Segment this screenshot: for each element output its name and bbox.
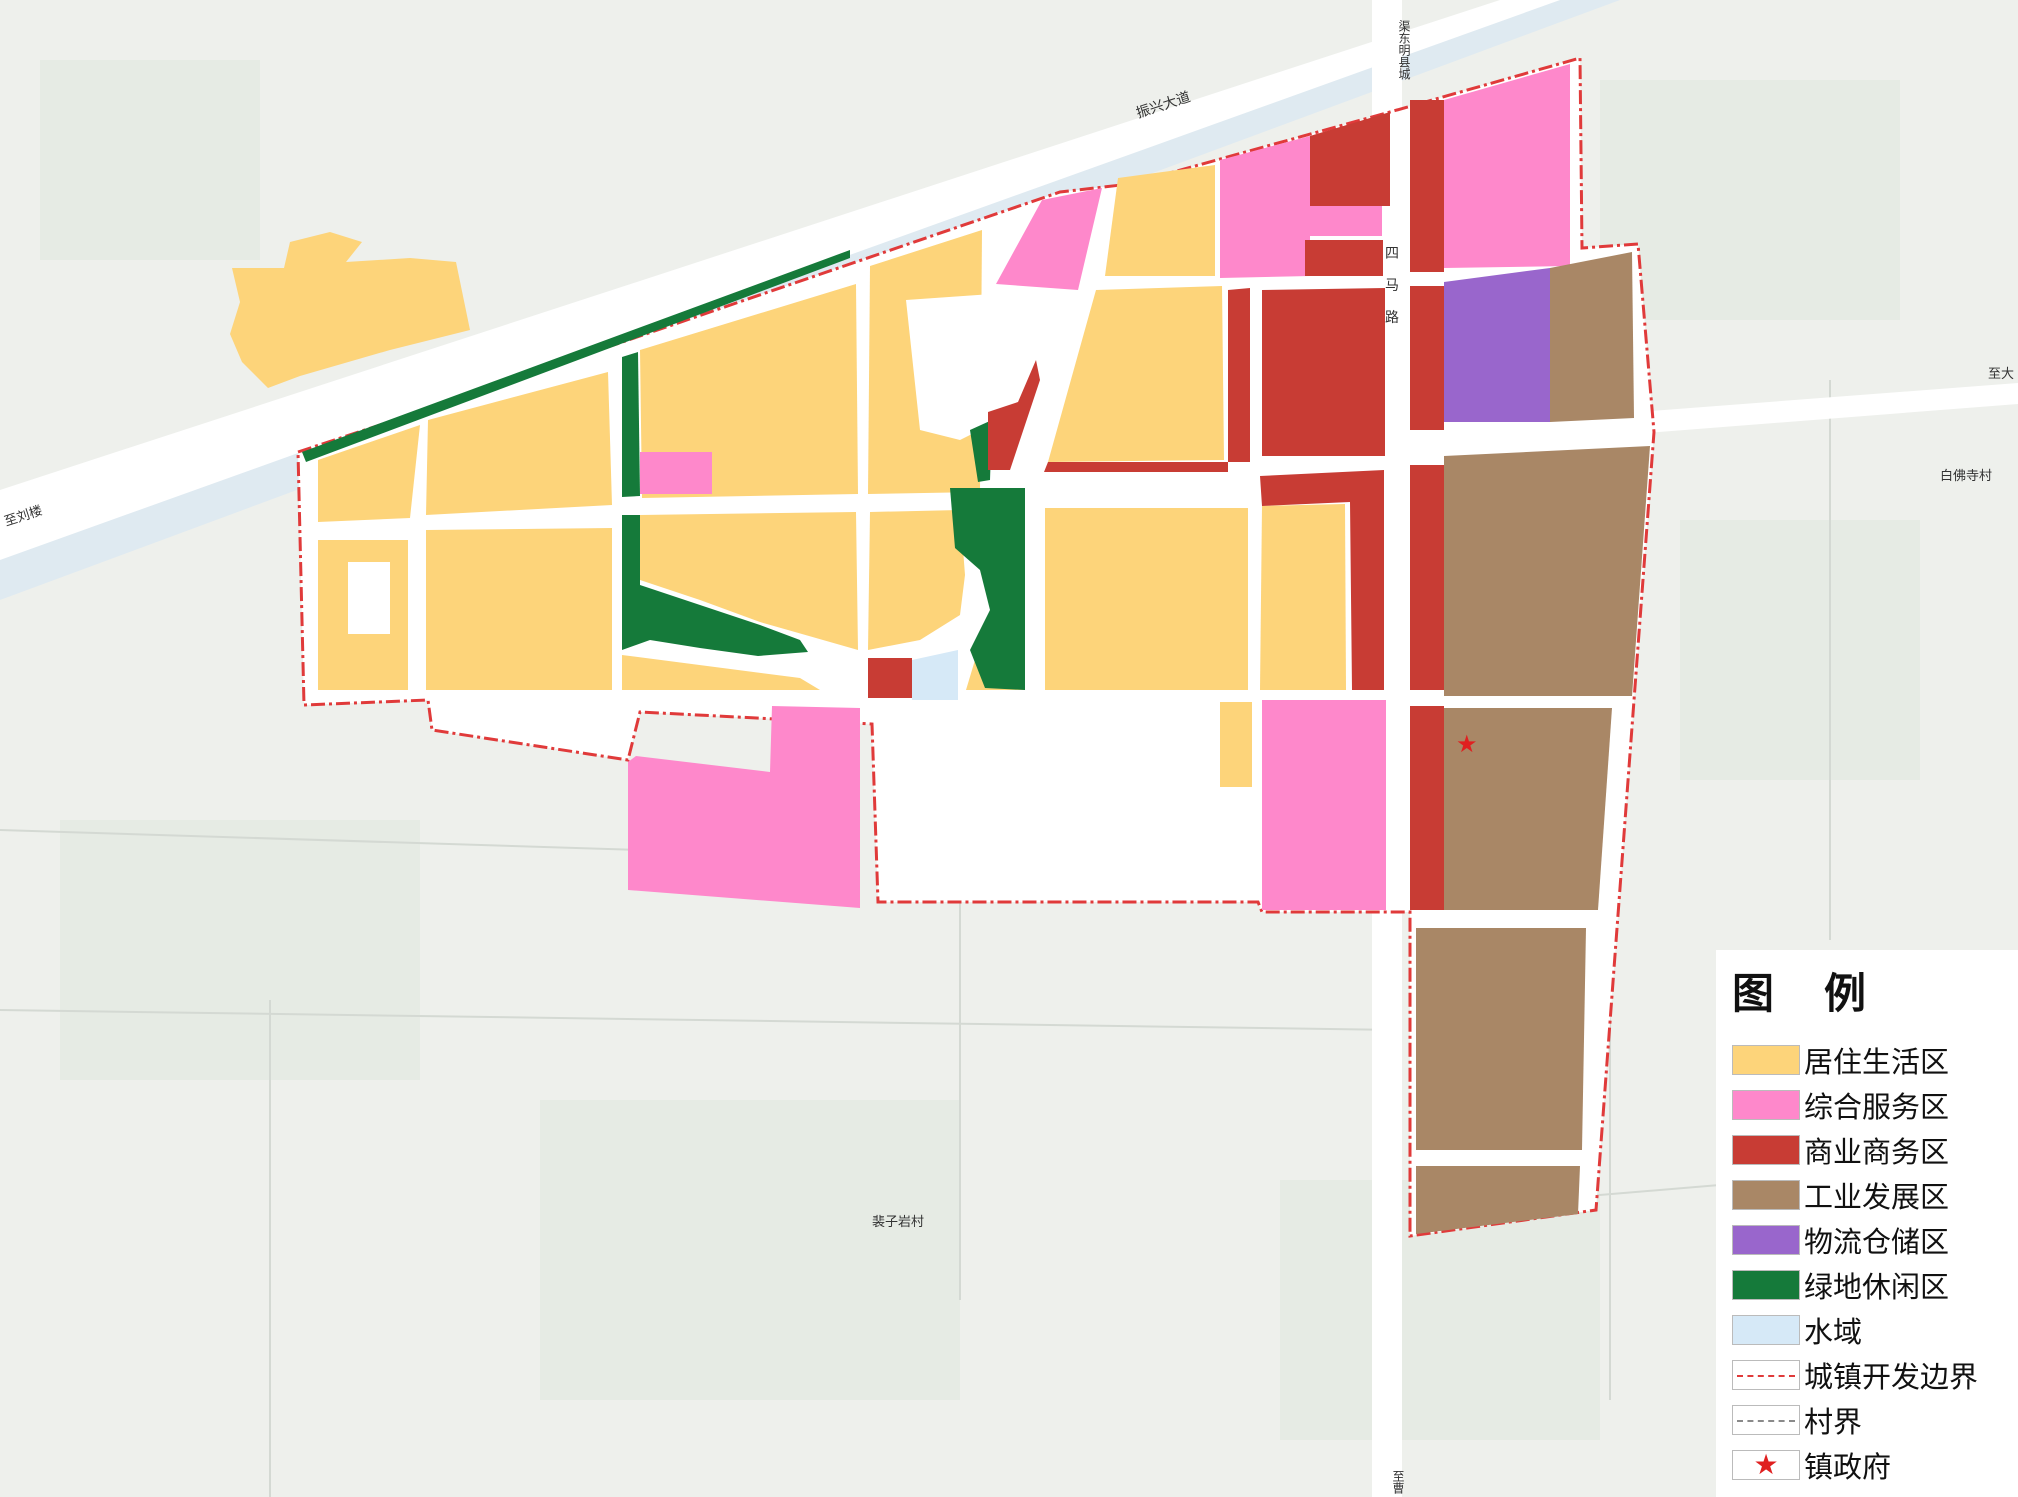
label-road-south: 至曹 [1391, 1470, 1405, 1495]
swatch-commercial [1732, 1135, 1800, 1165]
label-road-north: 渠东明县城 [1397, 20, 1411, 81]
legend-item-logistics: 物流仓储区 [1732, 1222, 1950, 1259]
legend-label: 城镇开发边界 [1804, 1360, 1979, 1394]
swatch-water [1732, 1315, 1800, 1345]
legend-label: 绿地休闲区 [1804, 1270, 1950, 1304]
legend-item-village: 村界 [1732, 1402, 1863, 1439]
gov-star-icon: ★ [1456, 730, 1478, 758]
legend-label: 居住生活区 [1804, 1045, 1950, 1079]
legend-label: 村界 [1804, 1405, 1863, 1439]
legend-item-residential: 居住生活区 [1732, 1042, 1950, 1079]
zones-green [302, 250, 1025, 690]
swatch-logistics [1732, 1225, 1800, 1255]
legend-title: 图例 [1732, 969, 1917, 1018]
label-road-simalu-2: 马 [1385, 278, 1399, 294]
label-village-baifosi: 白佛寺村 [1940, 468, 1992, 484]
swatch-green [1732, 1270, 1800, 1300]
field-patches [40, 60, 1920, 1440]
star-icon: ★ [1732, 1450, 1800, 1480]
legend-item-boundary: 城镇开发边界 [1732, 1357, 1979, 1394]
legend-item-service: 综合服务区 [1732, 1087, 1950, 1124]
zones-residential [230, 165, 1346, 787]
label-road-simalu-1: 四 [1385, 246, 1399, 262]
legend-label: 综合服务区 [1804, 1090, 1950, 1124]
swatch-industrial [1732, 1180, 1800, 1210]
swatch-service [1732, 1090, 1800, 1120]
zones-logistics [1444, 268, 1550, 422]
label-road-simalu-3: 路 [1385, 310, 1399, 326]
zones-industrial [1416, 252, 1650, 1234]
zones-service [628, 64, 1570, 910]
legend-item-gov: ★ 镇政府 [1732, 1447, 1892, 1484]
label-road-east: 至大 [1988, 367, 2014, 382]
zones-commercial [868, 100, 1444, 910]
legend-item-industrial: 工业发展区 [1732, 1177, 1950, 1214]
legend-item-green: 绿地休闲区 [1732, 1267, 1950, 1304]
cutouts [348, 290, 1060, 702]
swatch-boundary [1732, 1360, 1800, 1390]
legend-label: 水域 [1804, 1315, 1863, 1349]
legend-item-commercial: 商业商务区 [1732, 1132, 1950, 1169]
legend-label: 工业发展区 [1804, 1180, 1950, 1214]
swatch-residential [1732, 1045, 1800, 1075]
label-village-south: 裴子岩村 [872, 1215, 924, 1230]
legend-item-water: 水域 [1732, 1312, 1863, 1349]
legend-label: 商业商务区 [1804, 1135, 1950, 1169]
legend-label: 镇政府 [1804, 1450, 1892, 1484]
legend-label: 物流仓储区 [1804, 1225, 1950, 1259]
swatch-village [1732, 1405, 1800, 1435]
legend: 图例 居住生活区 综合服务区 商业商务区 工业发展区 物流仓储区 绿地休闲区 水… [1716, 950, 2018, 1497]
zones-water [912, 650, 958, 700]
